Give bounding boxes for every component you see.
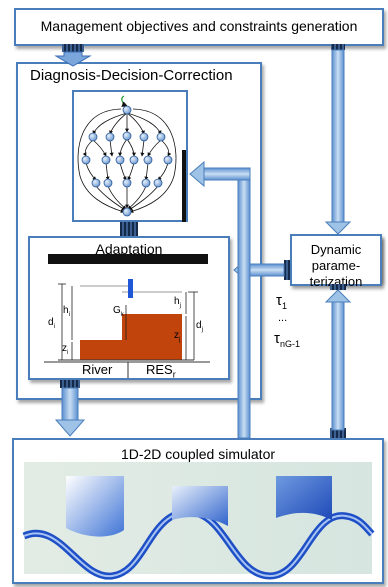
management-label: Management objectives and constraints ge…	[40, 18, 358, 34]
label-d-left: di	[48, 317, 55, 330]
adaptation-subtitle-bar	[48, 254, 208, 264]
label-river: River	[82, 362, 113, 377]
label-z-right: zj	[174, 330, 181, 343]
graph-side-bar	[182, 150, 186, 222]
simulator-label: 1D-2D coupled simulator	[120, 446, 276, 462]
dynamic-label-1: Dynamic	[310, 242, 362, 257]
arrow-graph-to-adaptation	[120, 222, 138, 236]
arrow-management-to-ddc	[54, 44, 92, 67]
decision-graph-nodes	[81, 105, 173, 217]
tau-ng1: τnG-1	[274, 330, 300, 349]
management-box: Management objectives and constraints ge…	[14, 8, 384, 46]
label-h-left: hi	[63, 305, 70, 318]
label-h-right: hj	[174, 296, 181, 309]
decision-graph	[77, 95, 177, 213]
adaptation-label: Adaptation	[95, 241, 163, 257]
label-res: RESr	[146, 362, 176, 380]
dynamic-label-3: terization	[309, 274, 363, 289]
tau-dots: ...	[278, 312, 288, 324]
label-g: Gk	[113, 305, 124, 318]
simulator-graphic	[22, 462, 375, 580]
label-d-right: dj	[196, 320, 203, 333]
label-z-left: zi	[62, 343, 69, 356]
arrow-simulator-to-dynamic	[324, 284, 352, 438]
arrow-simulator-to-graph	[189, 160, 251, 439]
arrow-management-to-dynamic	[324, 44, 352, 235]
gate-schematic	[44, 279, 210, 378]
dynamic-label-2: parame-	[311, 258, 361, 273]
ddc-label: Diagnosis-Decision-Correction	[30, 67, 233, 84]
arrow-adaptation-to-simulator	[54, 380, 86, 437]
tau-1: τ1	[276, 292, 287, 311]
